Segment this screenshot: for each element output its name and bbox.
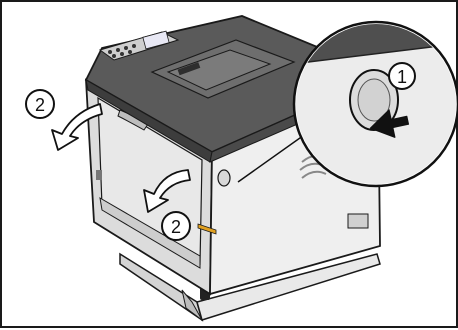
cover-release-button[interactable] xyxy=(218,170,230,186)
step-marker-2-left: 2 xyxy=(26,90,54,118)
svg-text:2: 2 xyxy=(171,217,181,237)
svg-text:1: 1 xyxy=(397,67,407,87)
side-label xyxy=(348,214,368,228)
step-marker-2-front: 2 xyxy=(162,212,190,240)
small-indicator xyxy=(96,170,102,180)
svg-text:2: 2 xyxy=(35,95,45,115)
step-marker-1: 1 xyxy=(389,63,415,89)
